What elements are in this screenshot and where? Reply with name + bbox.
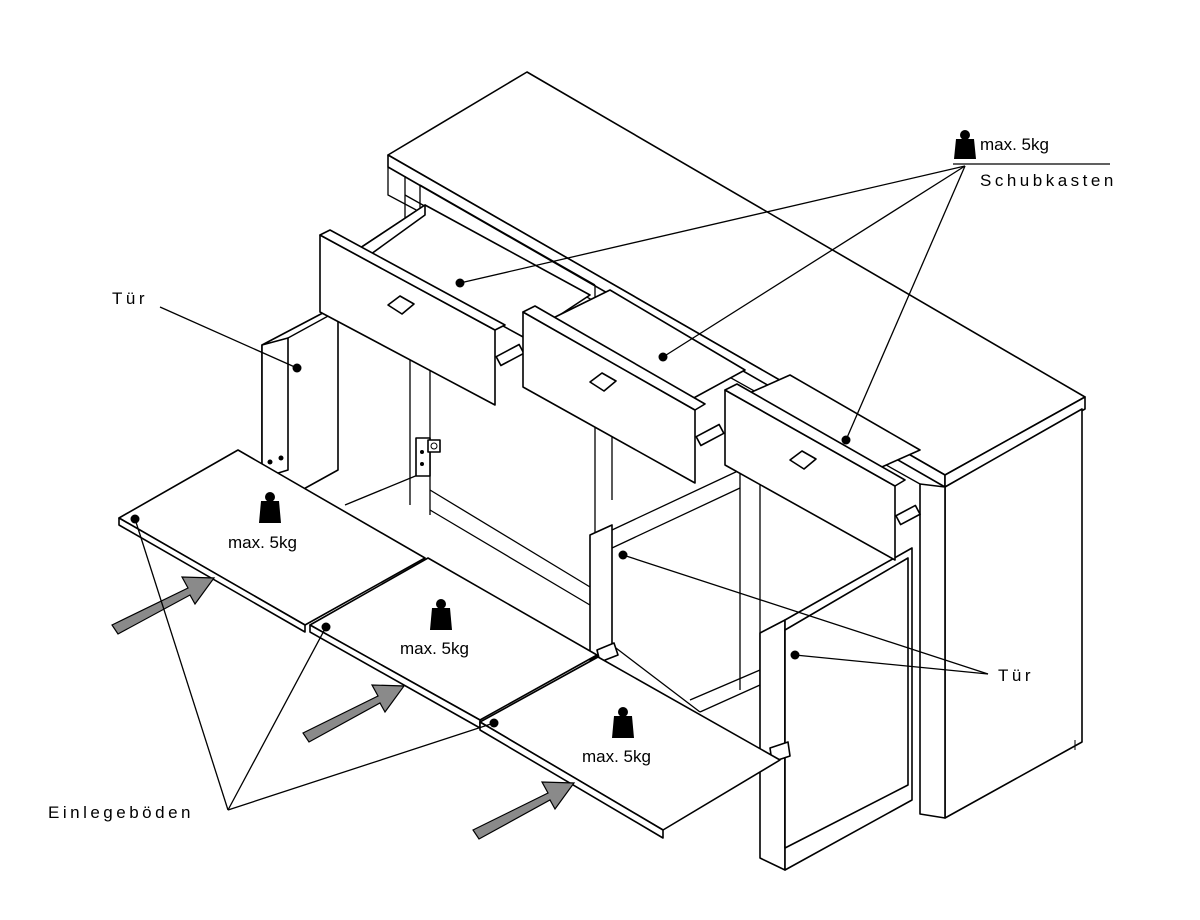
shelf2-weight-label: max. 5kg (400, 639, 469, 658)
door-label-left: Tür (112, 289, 148, 308)
leader-lines (134, 163, 1110, 811)
shelf-2 (309, 557, 598, 729)
hinge-icon (415, 437, 441, 477)
drawer-2 (522, 289, 746, 484)
drawer-1 (319, 204, 591, 406)
schubkasten-label: Schubkasten (980, 171, 1117, 190)
drawer-handle-icon (387, 295, 817, 470)
cabinet-carcass (344, 71, 1086, 819)
drawer-weight-label: max. 5kg (980, 135, 1049, 154)
drawer-3 (724, 374, 921, 561)
left-door (261, 304, 339, 513)
weight-icon (259, 130, 976, 738)
shelf-1 (118, 449, 426, 633)
door-label-right: Tür (998, 666, 1034, 685)
shelf-3 (479, 656, 781, 839)
right-door (759, 547, 913, 871)
shelf3-weight-label: max. 5kg (582, 747, 651, 766)
shelf1-weight-label: max. 5kg (228, 533, 297, 552)
shelves-label: Einlegeböden (48, 803, 194, 822)
middle-door (589, 524, 619, 663)
callout-dots (130, 278, 851, 728)
